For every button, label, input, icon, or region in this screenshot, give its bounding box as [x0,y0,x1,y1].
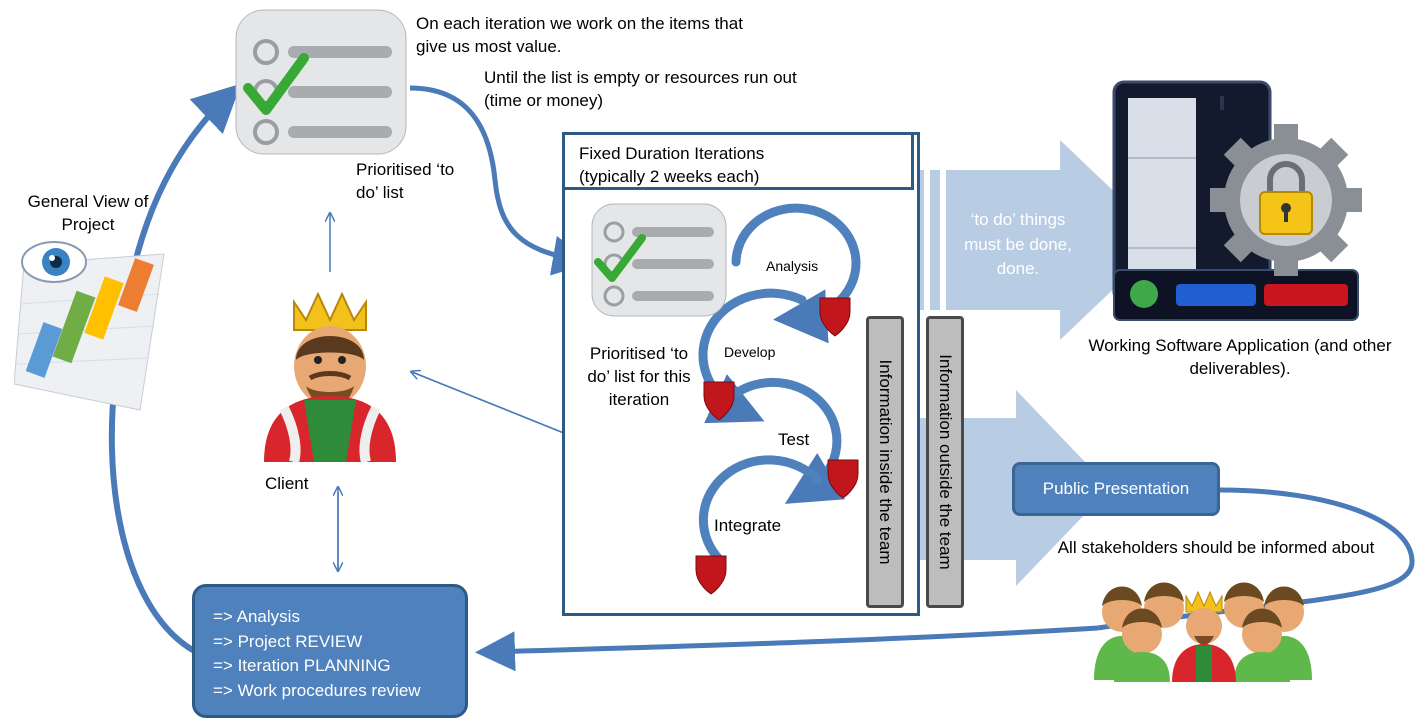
review-item: => Project REVIEW [213,631,363,651]
list-to-iteration-arrow [409,85,593,276]
deliverable-big-arrow [918,140,1165,340]
step-develop: Develop [724,344,776,360]
stakeholders-group-icon [1094,582,1312,682]
step-integrate: Integrate [714,516,782,535]
person-icon [1234,608,1290,682]
person-icon [1114,608,1170,682]
review-item: => Work procedures review [213,680,421,700]
iteration-title: Fixed Duration Iterations (typically 2 w… [562,132,914,190]
shield-icon [819,297,851,337]
shield-icon [703,381,735,421]
info-outside-label: Information outside the team [936,354,955,570]
review-planning-box: => Analysis => Project REVIEW => Iterati… [192,584,468,718]
iteration-title-line1: Fixed Duration Iterations [579,144,765,163]
iteration-checklist-icon [591,203,727,317]
iteration-title-line2: (typically 2 weeks each) [579,167,760,186]
info-inside-label: Information inside the team [876,359,895,565]
client-label: Client [265,474,309,493]
step-test: Test [778,430,810,449]
until-empty-note: Until the list is empty or resources run… [484,68,797,110]
stakeholders-note: All stakeholders should be informed abou… [1057,538,1375,557]
general-view-label: General View of Project [27,192,149,234]
king-icon [1172,590,1236,682]
iteration-value-note: On each iteration we work on the items t… [416,14,743,56]
project-chart-icon [14,241,165,411]
client-king-icon [264,291,396,464]
done-done-text: ‘to do’ things must be done, done. [964,210,1072,278]
step-analysis: Analysis [766,258,819,274]
software-application-icon [1112,80,1362,321]
info-inside-bar: Information inside the team [866,316,904,608]
review-item: => Analysis [213,607,300,626]
prioritised-list-label: Prioritised ‘to do’ list [356,160,455,202]
iteration-list-label: Prioritised ‘to do’ list for this iterat… [587,344,691,409]
shield-icons [695,297,859,595]
info-outside-bar: Information outside the team [926,316,964,608]
shield-icon [827,459,859,499]
prioritised-checklist-icon [235,9,407,155]
review-item: => Iteration PLANNING [213,656,391,675]
deliverables-label: Working Software Application (and other … [1088,336,1392,378]
stakeholders-to-review-arrow [475,625,1099,672]
shield-icon [695,555,727,595]
public-presentation-box: Public Presentation [1012,462,1220,516]
integrate-loop [698,455,823,565]
